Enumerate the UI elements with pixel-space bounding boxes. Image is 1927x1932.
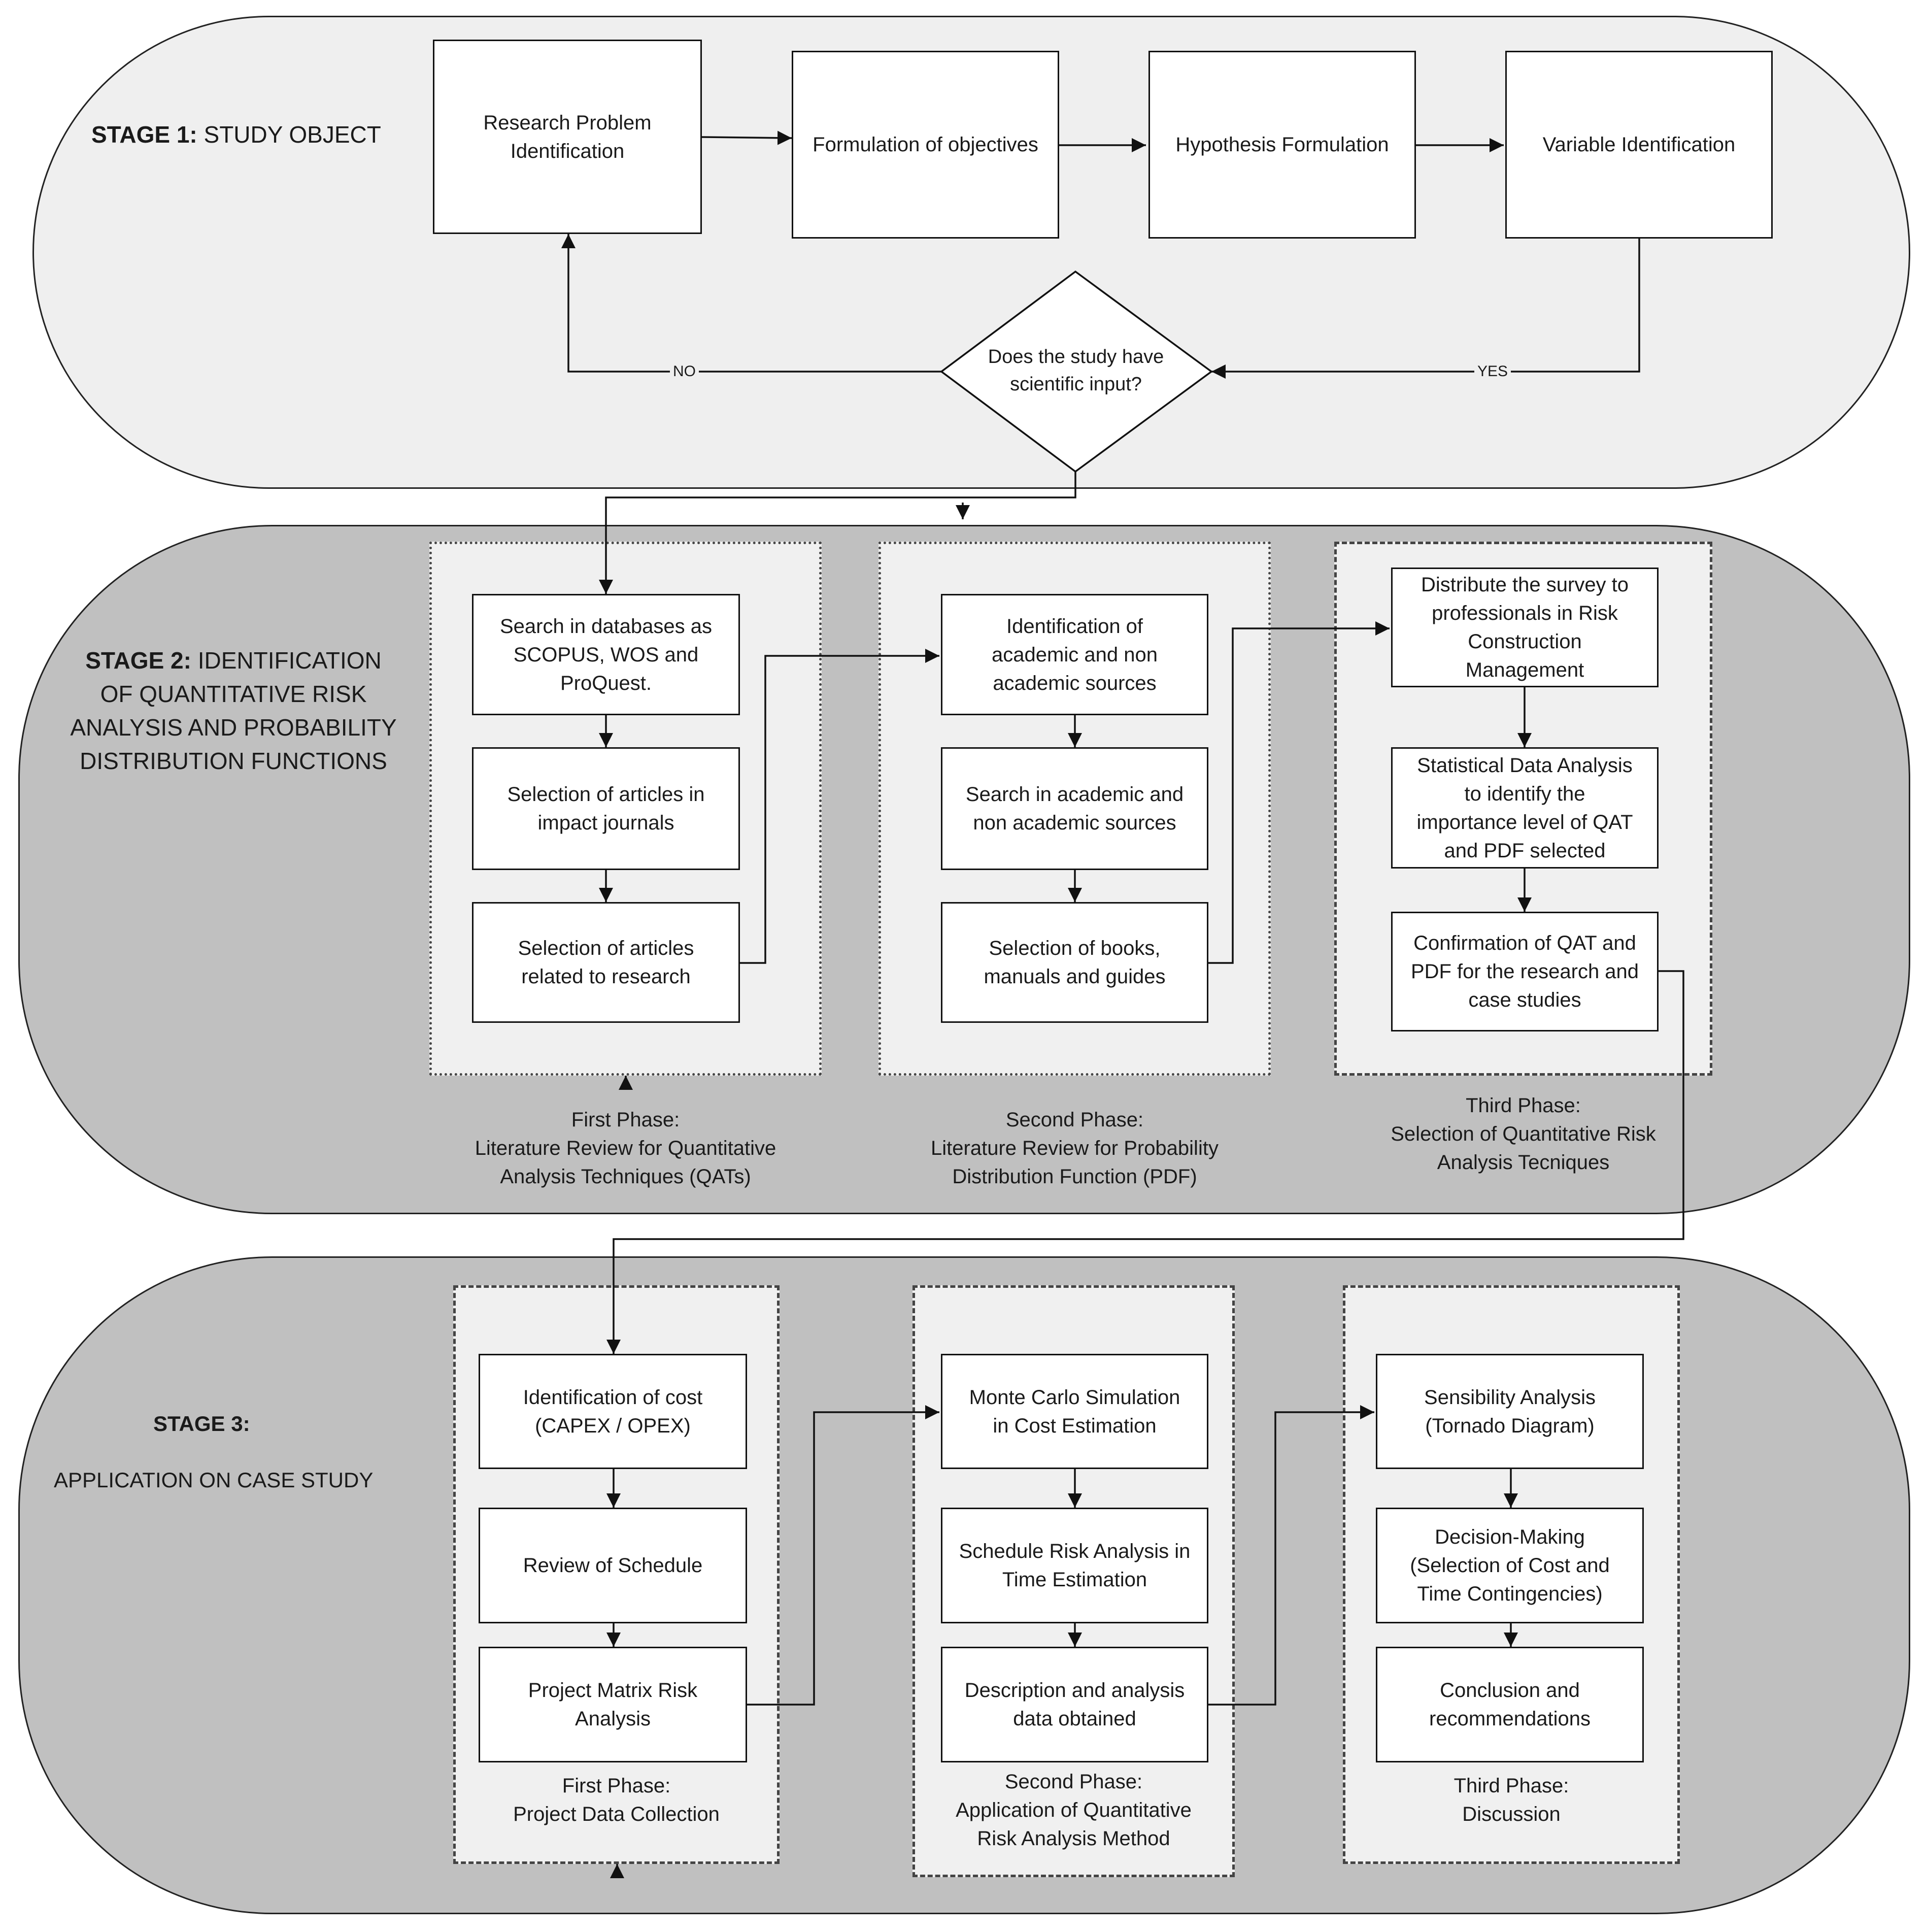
stage-1-title: STAGE 1: STUDY OBJECT [91, 121, 381, 148]
stage-3-subtitle: APPLICATION ON CASE STUDY [54, 1468, 374, 1492]
decision-text: Does the study have scientific input? [988, 346, 1164, 395]
stage-3-phase-3-caption: Third Phase:Discussion [1453, 1775, 1569, 1825]
stage-2-phase-2-caption: Second Phase:Literature Review for Proba… [931, 1109, 1219, 1188]
stage-2-phase-1-caption: First Phase:Literature Review for Quanti… [475, 1109, 776, 1188]
decision-diamond [940, 270, 1213, 473]
yes-label: YES [1474, 364, 1511, 379]
review-schedule-box: Review of Schedule [479, 1508, 747, 1623]
sensibility-analysis-box: Sensibility Analysis(Tornado Diagram) [1376, 1354, 1644, 1469]
stage-2-title: STAGE 2: IDENTIFICATION OF QUANTITATIVE … [70, 647, 397, 774]
stage-3-phase-1-caption: First Phase:Project Data Collection [513, 1775, 720, 1825]
stage-3-title: STAGE 3: [153, 1412, 250, 1436]
no-label: NO [670, 364, 699, 379]
stage-2-phase-3-caption: Third Phase:Selection of Quantitative Ri… [1391, 1094, 1656, 1174]
stage-3-phase-2-caption: Second Phase:Application of Quantitative… [956, 1771, 1192, 1850]
hypothesis-box: Hypothesis Formulation [1148, 51, 1416, 239]
books-manuals-box: Selection of books,manuals and guides [941, 902, 1208, 1023]
identification-cost-box: Identification of cost(CAPEX / OPEX) [479, 1354, 747, 1469]
variable-identification-box: Variable Identification [1505, 51, 1773, 239]
objectives-box: Formulation of objectives [792, 51, 1059, 239]
